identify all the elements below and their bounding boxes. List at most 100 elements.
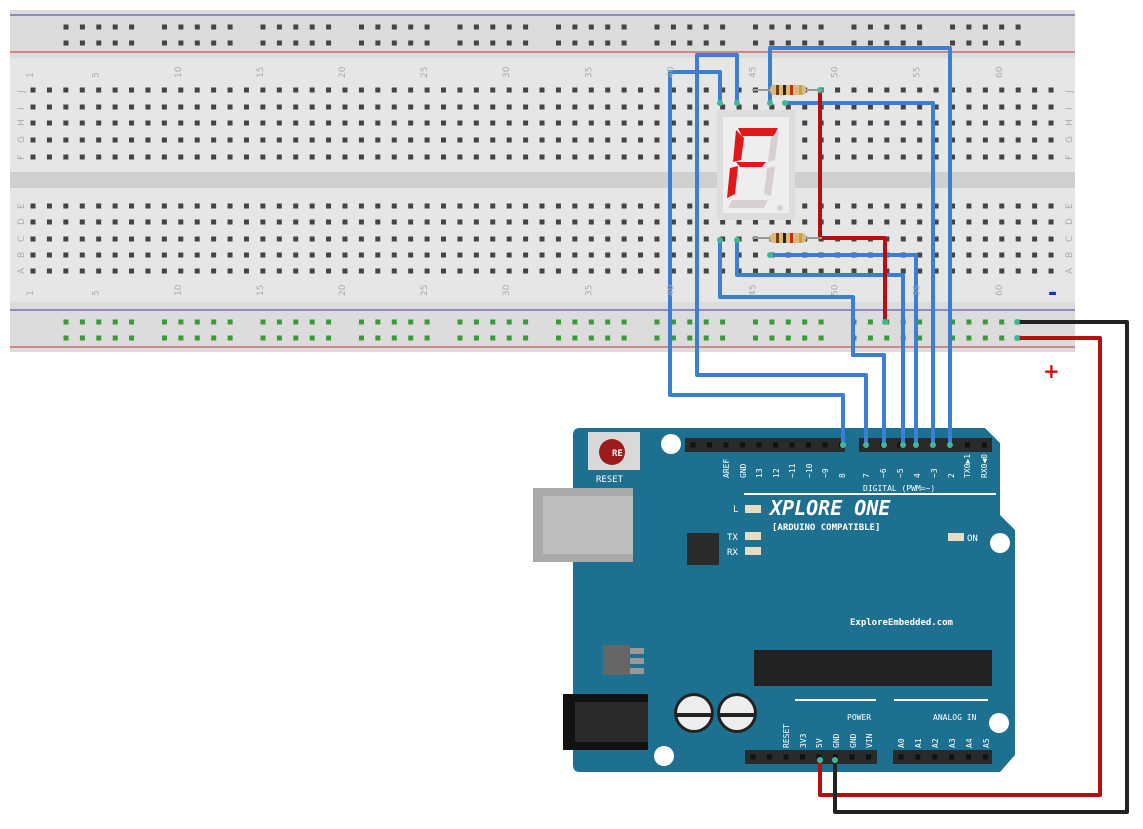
rail-hole[interactable] [884, 335, 890, 341]
breadboard-hole[interactable] [457, 87, 463, 93]
breadboard-hole[interactable] [1048, 219, 1054, 225]
breadboard-hole[interactable] [638, 219, 644, 225]
rail-hole[interactable] [473, 24, 479, 30]
breadboard-hole[interactable] [555, 104, 561, 110]
breadboard-hole[interactable] [720, 252, 726, 258]
header-pin[interactable] [849, 754, 855, 760]
breadboard-hole[interactable] [506, 154, 512, 160]
header-pin[interactable] [964, 442, 970, 448]
breadboard-hole[interactable] [96, 236, 102, 242]
breadboard-hole[interactable] [391, 154, 397, 160]
rail-hole[interactable] [194, 24, 200, 30]
breadboard-hole[interactable] [506, 203, 512, 209]
breadboard-hole[interactable] [1048, 268, 1054, 274]
breadboard-hole[interactable] [46, 268, 52, 274]
breadboard-hole[interactable] [211, 137, 217, 143]
header-pin[interactable] [789, 442, 795, 448]
rail-hole[interactable] [211, 335, 217, 341]
breadboard-hole[interactable] [441, 219, 446, 225]
breadboard-hole[interactable] [178, 252, 184, 258]
breadboard-hole[interactable] [933, 137, 939, 143]
rail-hole[interactable] [424, 335, 430, 341]
breadboard-hole[interactable] [982, 203, 988, 209]
breadboard-hole[interactable] [326, 104, 332, 110]
rail-hole[interactable] [769, 319, 775, 325]
breadboard-hole[interactable] [769, 219, 775, 225]
rail-hole[interactable] [129, 40, 135, 46]
breadboard-hole[interactable] [178, 104, 184, 110]
rail-hole[interactable] [260, 40, 266, 46]
breadboard-hole[interactable] [293, 154, 299, 160]
rail-hole[interactable] [605, 335, 611, 341]
breadboard-hole[interactable] [441, 252, 446, 258]
breadboard-hole[interactable] [933, 154, 939, 160]
breadboard-hole[interactable] [506, 236, 512, 242]
breadboard-hole[interactable] [96, 104, 102, 110]
breadboard-hole[interactable] [161, 203, 167, 209]
header-pin[interactable] [898, 754, 904, 760]
breadboard-hole[interactable] [79, 87, 85, 93]
breadboard-hole[interactable] [112, 268, 118, 274]
breadboard-hole[interactable] [769, 268, 775, 274]
digital-header-b[interactable] [859, 438, 992, 452]
rail-hole[interactable] [670, 24, 676, 30]
rail-hole[interactable] [79, 335, 85, 341]
breadboard-hole[interactable] [687, 219, 693, 225]
breadboard-hole[interactable] [342, 236, 348, 242]
breadboard-hole[interactable] [966, 137, 972, 143]
breadboard-hole[interactable] [441, 137, 446, 143]
wire-end[interactable] [767, 100, 773, 106]
breadboard-hole[interactable] [129, 137, 135, 143]
rail-hole[interactable] [326, 40, 332, 46]
rail-hole[interactable] [720, 319, 726, 325]
breadboard-hole[interactable] [884, 87, 890, 93]
breadboard-hole[interactable] [539, 120, 545, 126]
breadboard-hole[interactable] [933, 268, 939, 274]
breadboard-hole[interactable] [391, 137, 397, 143]
breadboard-hole[interactable] [112, 252, 118, 258]
rail-hole[interactable] [605, 40, 611, 46]
breadboard-hole[interactable] [145, 203, 151, 209]
breadboard-hole[interactable] [309, 154, 315, 160]
breadboard-hole[interactable] [638, 252, 644, 258]
rail-hole[interactable] [785, 24, 791, 30]
breadboard-hole[interactable] [917, 137, 923, 143]
breadboard-hole[interactable] [96, 154, 102, 160]
rail-hole[interactable] [523, 319, 529, 325]
breadboard-hole[interactable] [375, 219, 381, 225]
rail-hole[interactable] [572, 319, 578, 325]
analog-header[interactable] [893, 750, 992, 764]
breadboard-hole[interactable] [391, 252, 397, 258]
rail-hole[interactable] [162, 40, 167, 46]
rail-hole[interactable] [818, 319, 824, 325]
breadboard-hole[interactable] [326, 236, 332, 242]
breadboard-hole[interactable] [79, 252, 85, 258]
breadboard-hole[interactable] [900, 236, 906, 242]
breadboard-hole[interactable] [555, 219, 561, 225]
breadboard-hole[interactable] [46, 219, 52, 225]
breadboard-hole[interactable] [1032, 87, 1038, 93]
breadboard-hole[interactable] [129, 87, 135, 93]
breadboard-hole[interactable] [194, 268, 200, 274]
breadboard-hole[interactable] [802, 137, 808, 143]
rail-hole[interactable] [670, 319, 676, 325]
breadboard-hole[interactable] [342, 154, 348, 160]
breadboard-hole[interactable] [572, 120, 578, 126]
breadboard-hole[interactable] [835, 219, 841, 225]
header-pin[interactable] [750, 754, 756, 760]
wire-end[interactable] [881, 442, 887, 448]
breadboard-hole[interactable] [933, 87, 939, 93]
breadboard-hole[interactable] [194, 104, 200, 110]
breadboard-hole[interactable] [1032, 268, 1038, 274]
breadboard-hole[interactable] [424, 137, 430, 143]
rail-hole[interactable] [473, 40, 479, 46]
rail-hole[interactable] [63, 335, 69, 341]
breadboard-hole[interactable] [1048, 154, 1054, 160]
breadboard-hole[interactable] [260, 252, 266, 258]
breadboard-hole[interactable] [539, 87, 545, 93]
breadboard-hole[interactable] [621, 236, 627, 242]
rail-hole[interactable] [703, 319, 709, 325]
rail-hole[interactable] [703, 335, 709, 341]
breadboard-hole[interactable] [555, 252, 561, 258]
rail-hole[interactable] [293, 24, 299, 30]
